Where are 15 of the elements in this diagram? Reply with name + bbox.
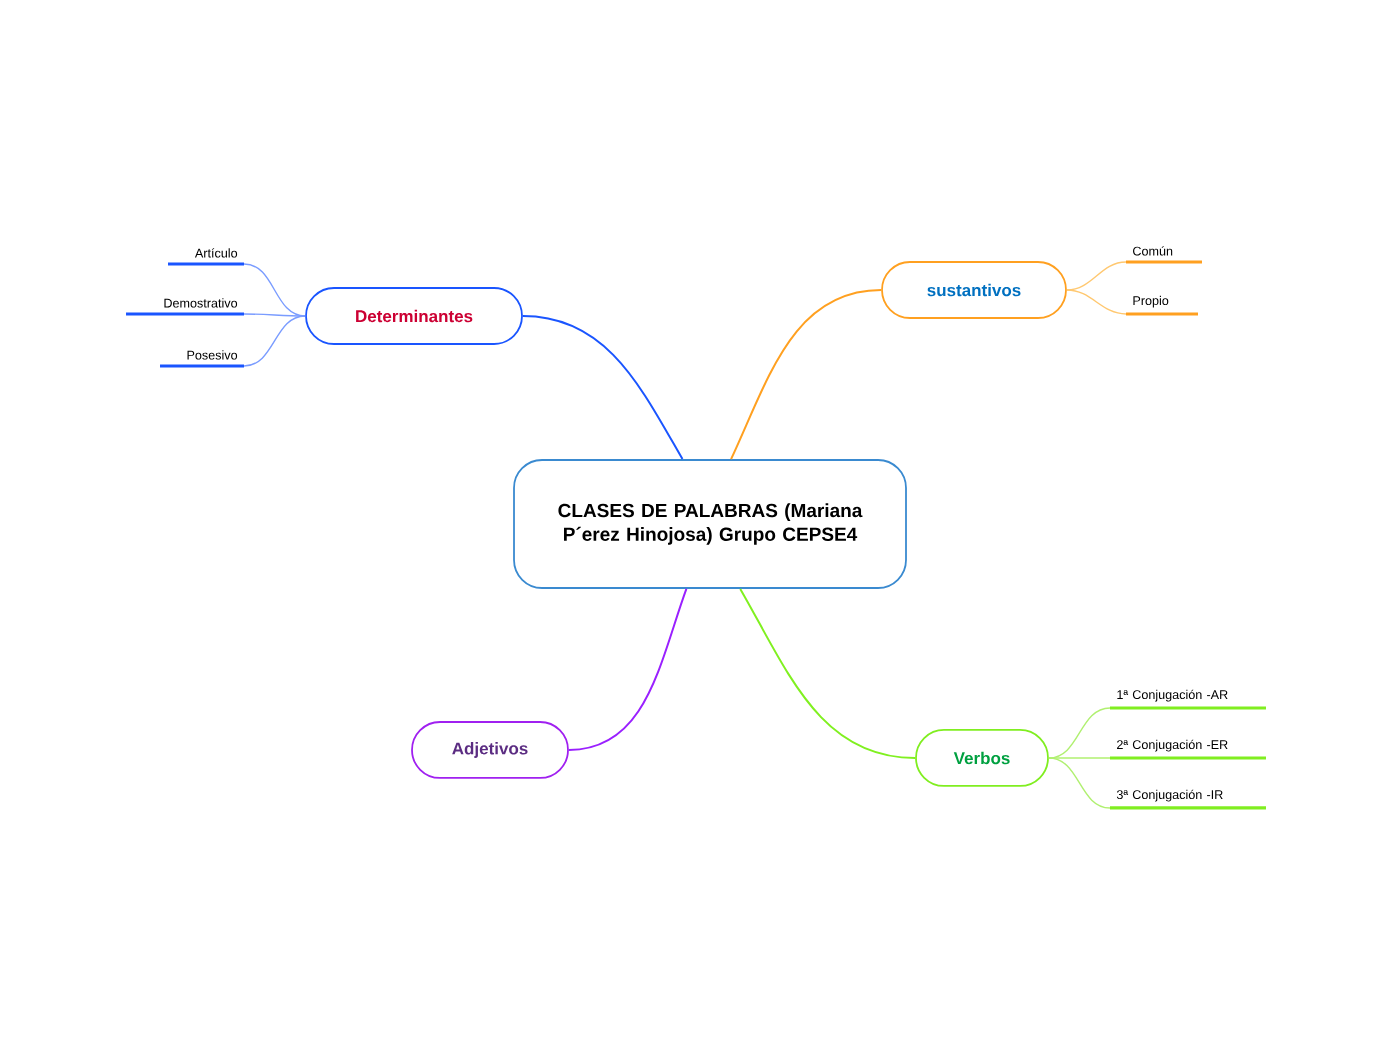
connector	[243, 313, 306, 317]
topic-box: sustantivos	[881, 261, 1067, 319]
connector	[1048, 757, 1111, 759]
connector	[1066, 289, 1127, 315]
connector	[1048, 757, 1111, 809]
connector	[521, 315, 684, 461]
connector	[730, 289, 883, 461]
connector	[739, 587, 917, 759]
connector	[567, 587, 688, 751]
central-topic-box: CLASES DE PALABRAS (Mariana P´erez Hinojosa) Grupo CEPSE4	[513, 459, 907, 589]
topic-box: Determinantes	[305, 287, 523, 345]
topic-box: Verbos	[915, 729, 1049, 787]
connector	[243, 315, 306, 367]
topic-box: Adjetivos	[411, 721, 569, 779]
connector	[1066, 261, 1127, 291]
